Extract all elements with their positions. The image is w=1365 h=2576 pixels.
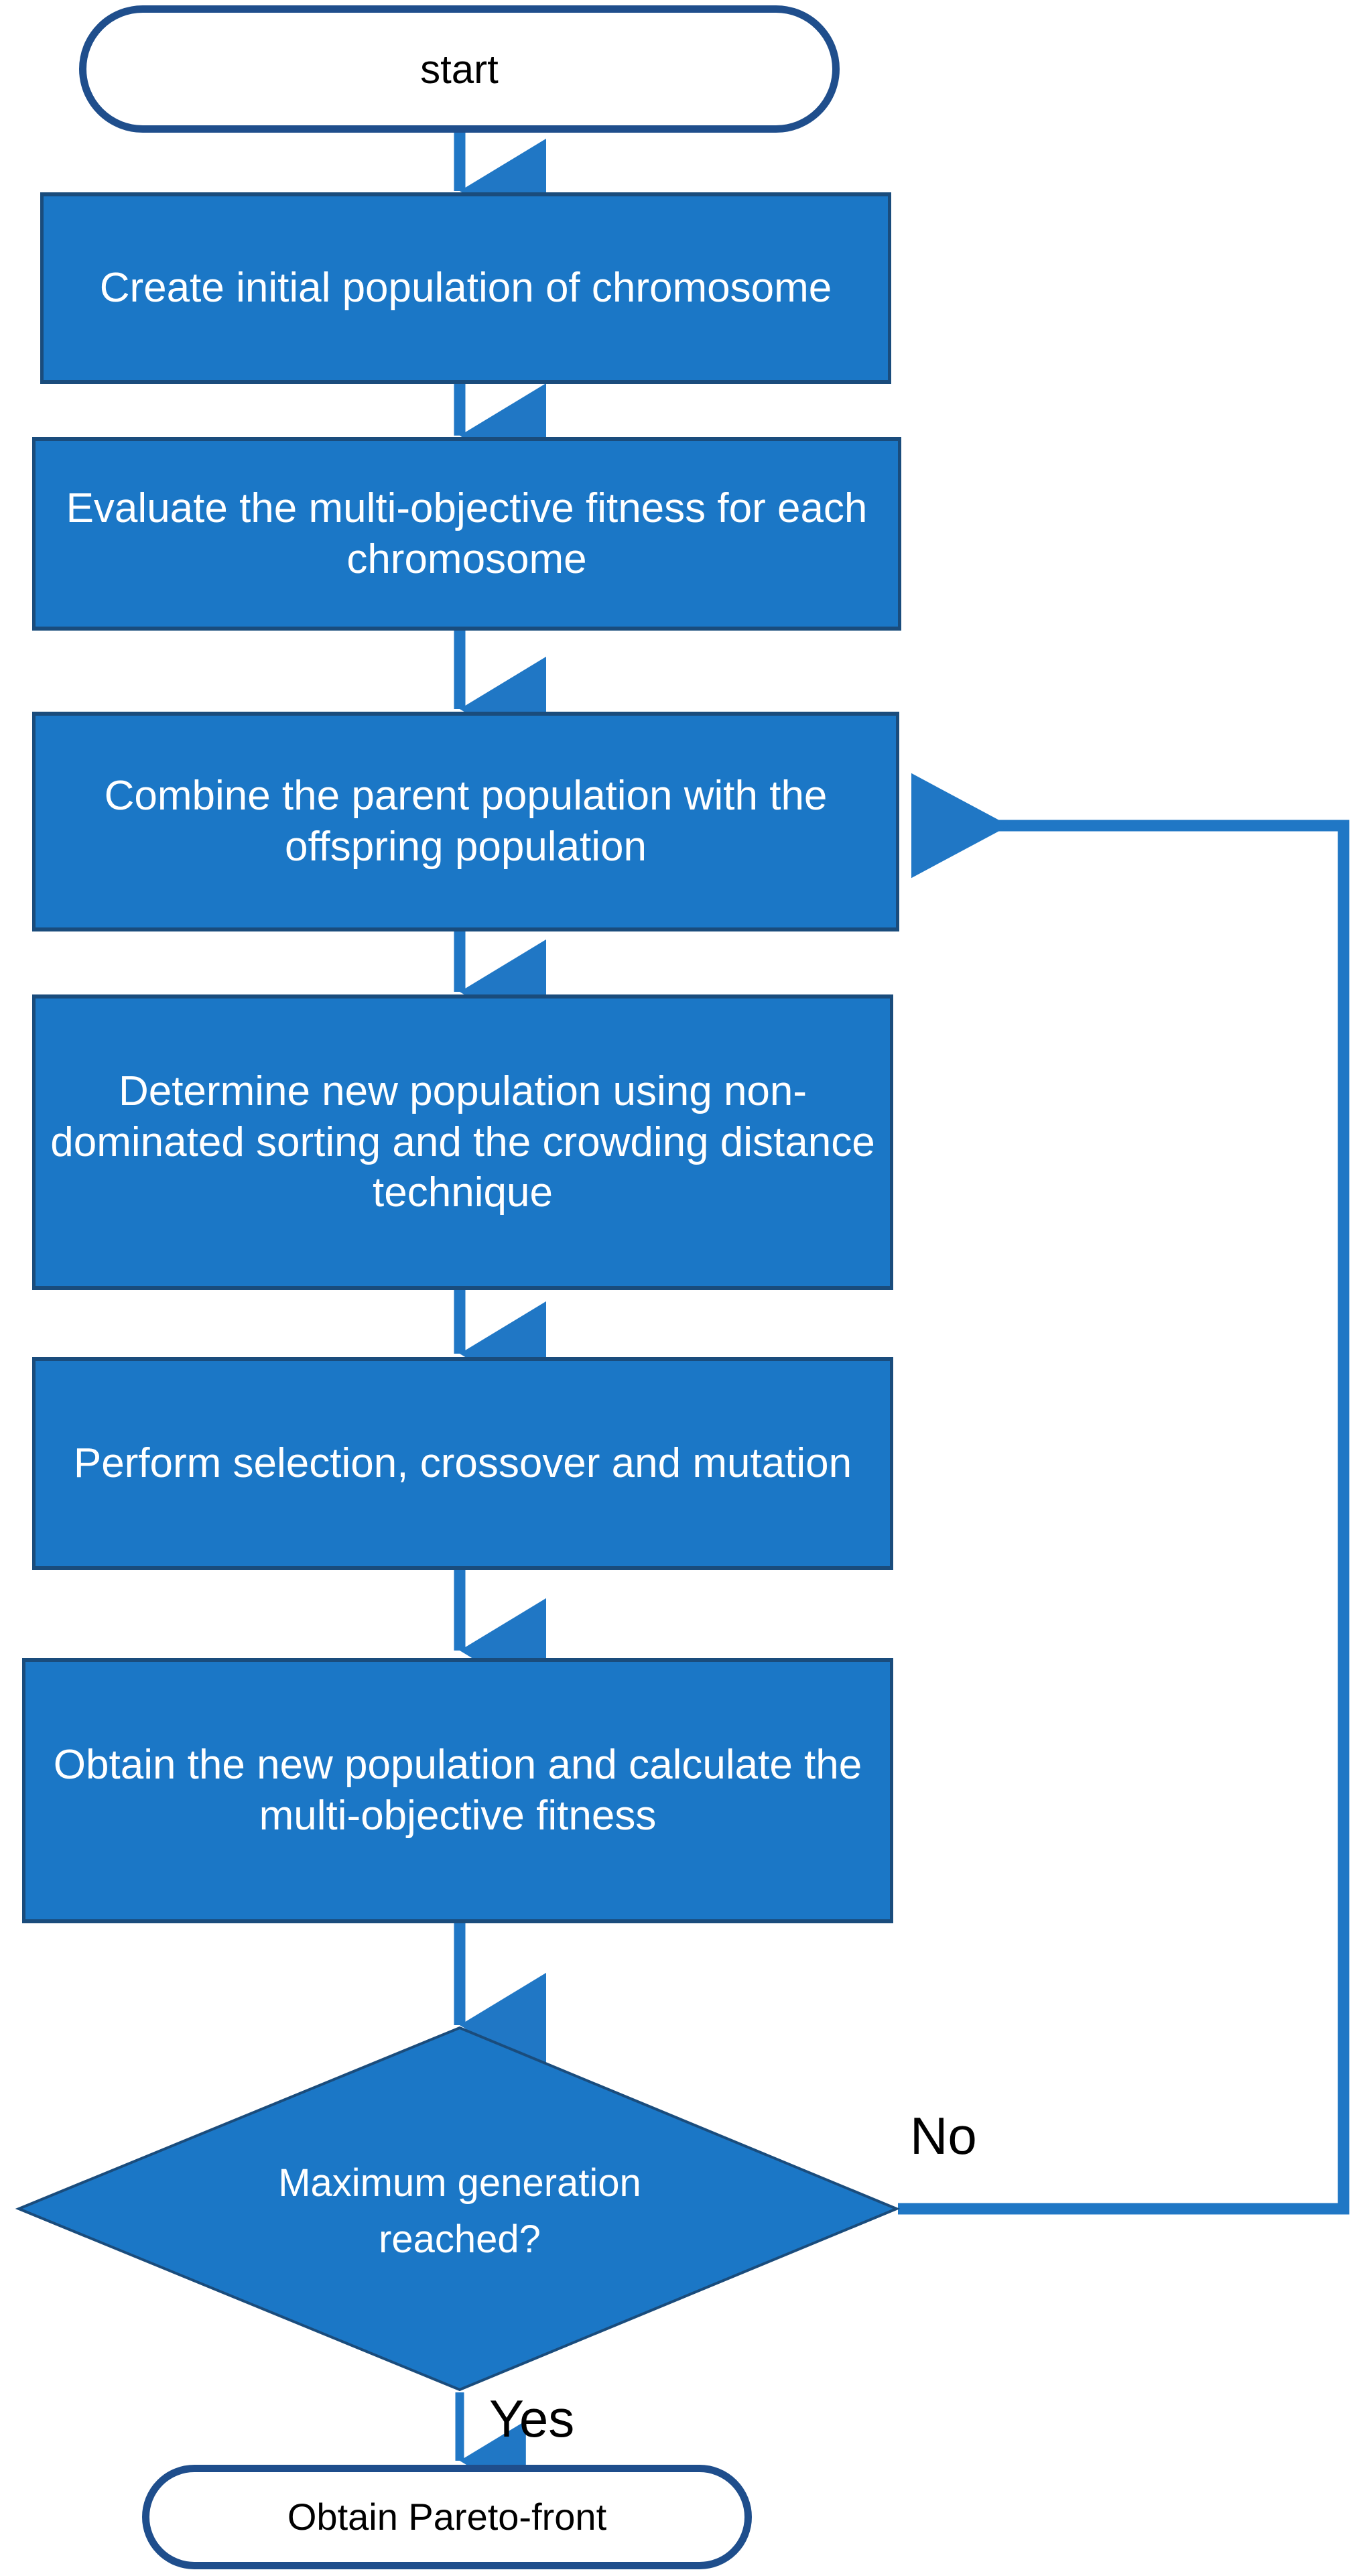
node-max-generation-reached-label: Maximum generation reached?	[278, 2161, 641, 2261]
node-obtain-new-population-label: Obtain the new population and calculate …	[53, 1742, 862, 1839]
node-combine-population[interactable]: Combine the parent population with the o…	[32, 712, 899, 931]
node-perform-selection-crossover-mutation[interactable]: Perform selection, crossover and mutatio…	[32, 1357, 893, 1570]
connector-decision-no-feedback-loop	[898, 773, 1350, 2215]
node-create-initial-population[interactable]: Create initial population of chromosome	[40, 192, 891, 384]
node-max-generation-reached[interactable]: Maximum generation reached?	[265, 2077, 654, 2345]
node-pareto-front[interactable]: Obtain Pareto-front	[142, 2465, 752, 2569]
edge-label-yes-text: Yes	[489, 2389, 575, 2448]
node-determine-new-population-label: Determine new population using non-domin…	[50, 1068, 875, 1216]
node-combine-population-label: Combine the parent population with the o…	[104, 773, 828, 870]
edge-label-no: No	[910, 2110, 977, 2162]
node-pareto-front-label: Obtain Pareto-front	[287, 2495, 607, 2538]
edge-label-yes: Yes	[489, 2392, 574, 2445]
node-obtain-new-population[interactable]: Obtain the new population and calculate …	[22, 1658, 893, 1923]
node-start[interactable]: start	[79, 5, 840, 133]
node-perform-selection-crossover-mutation-label: Perform selection, crossover and mutatio…	[73, 1440, 852, 1487]
node-start-label: start	[420, 46, 499, 92]
node-evaluate-fitness[interactable]: Evaluate the multi-objective fitness for…	[32, 437, 901, 631]
node-determine-new-population[interactable]: Determine new population using non-domin…	[32, 994, 893, 1290]
decision-diamond-shape	[15, 2026, 901, 2392]
node-create-initial-population-label: Create initial population of chromosome	[99, 265, 832, 312]
node-evaluate-fitness-label: Evaluate the multi-objective fitness for…	[66, 485, 868, 582]
edge-label-no-text: No	[910, 2106, 977, 2165]
